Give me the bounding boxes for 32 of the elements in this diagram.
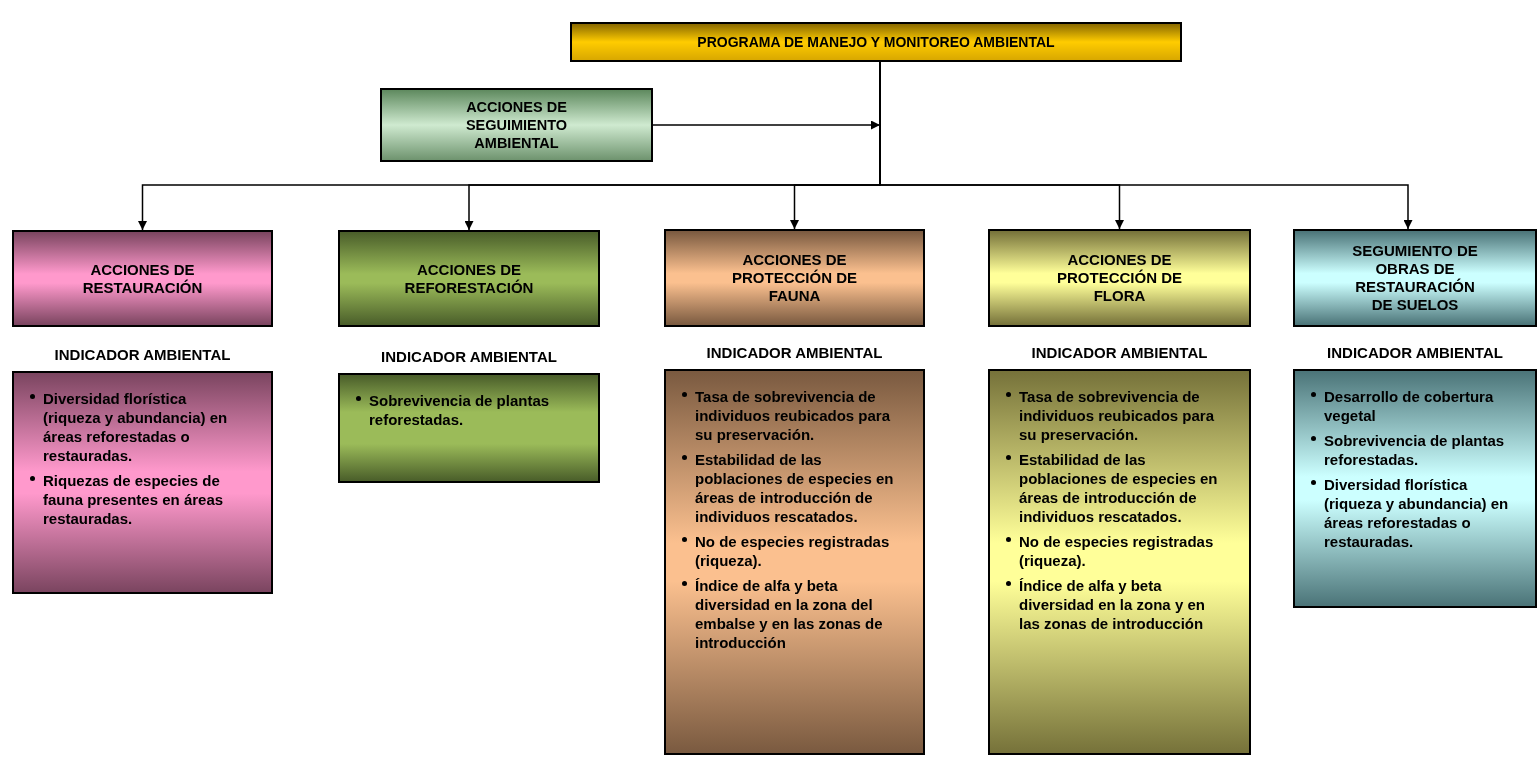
indicator-text: Diversidad florística (riqueza y abundancia) en áreas reforestadas o restauradas. [1324, 475, 1510, 551]
program-box: PROGRAMA DE MANEJO Y MONITOREO AMBIENTAL [570, 22, 1182, 62]
indicator-box [664, 369, 925, 755]
indicator-text: Diversidad florística (riqueza y abundancia) en áreas reforestadas o restauradas. [43, 389, 229, 465]
indicator-text: Índice de alfa y beta diversidad en la zona del embalse y en las zonas de introducción [695, 576, 884, 652]
indicator-heading: INDICADOR AMBIENTAL [53, 345, 232, 365]
indicator-text: Tasa de sobrevivencia de individuos reubicados para su preservación. [695, 387, 892, 444]
indicator-text: No de especies registradas (riqueza). [1019, 532, 1215, 570]
indicator-text: Sobrevivencia de plantas reforestadas. [1324, 431, 1506, 469]
indicator-heading: INDICADOR AMBIENTAL [705, 343, 884, 363]
indicator-text: Estabilidad de las poblaciones de especies en áreas de introducción de individuos rescatados. [695, 450, 895, 526]
indicator-box [988, 369, 1251, 755]
action-box: ACCIONES DE REFORESTACIÓN [338, 230, 600, 327]
indicator-text: No de especies registradas (riqueza). [695, 532, 891, 570]
indicator-box [12, 371, 273, 594]
action-box: ACCIONES DE SEGUIMIENTO AMBIENTAL [380, 88, 653, 162]
indicator-text: Tasa de sobrevivencia de individuos reubicados para su preservación. [1019, 387, 1216, 444]
indicator-text: Riquezas de especies de fauna presentes en áreas restauradas. [43, 471, 225, 528]
indicator-text: Desarrollo de cobertura vegetal [1324, 387, 1495, 425]
indicator-box [338, 373, 600, 483]
action-box: ACCIONES DE PROTECCIÓN DE FLORA [988, 229, 1251, 327]
indicator-heading: INDICADOR AMBIENTAL [1326, 343, 1504, 363]
action-box: ACCIONES DE PROTECCIÓN DE FAUNA [664, 229, 925, 327]
indicator-text: Sobrevivencia de plantas reforestadas. [369, 391, 551, 429]
indicator-text: Índice de alfa y beta diversidad en la zona y en las zonas de introducción [1019, 576, 1206, 633]
indicator-heading: INDICADOR AMBIENTAL [1030, 343, 1209, 363]
indicator-box [1293, 369, 1537, 608]
indicator-text: Estabilidad de las poblaciones de especies en áreas de introducción de individuos rescatados. [1019, 450, 1219, 526]
action-box: SEGUMIENTO DE OBRAS DE RESTAURACIÓN DE SUELOS [1293, 229, 1537, 327]
action-box: ACCIONES DE RESTAURACIÓN [12, 230, 273, 327]
indicator-heading: INDICADOR AMBIENTAL [380, 347, 558, 367]
arrow [652, 120, 881, 130]
